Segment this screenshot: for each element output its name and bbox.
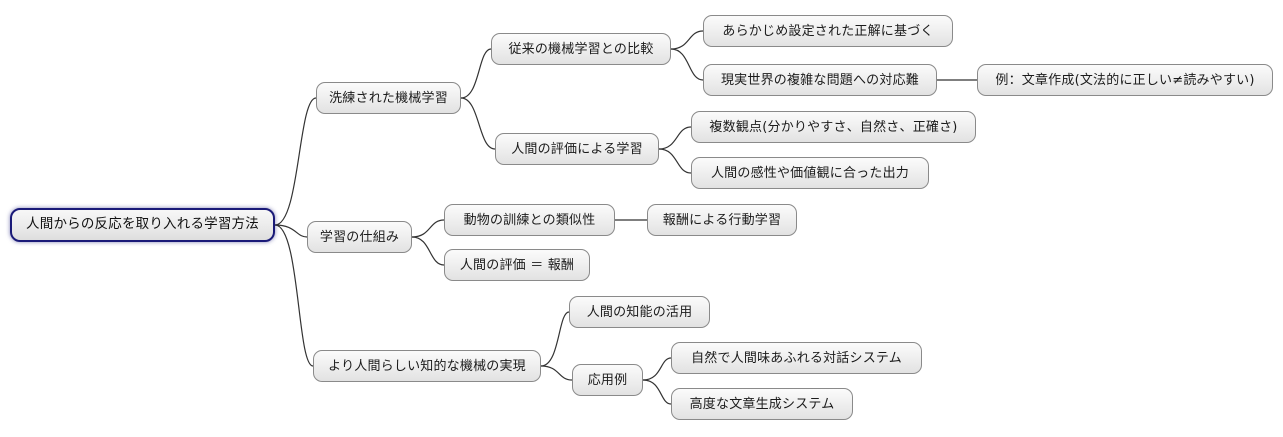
node-real-world-difficulty[interactable]: 現実世界の複雑な問題への対応難 (703, 64, 937, 96)
node-advanced-text-generation-system-label: 高度な文章生成システム (689, 396, 835, 412)
edge-b3c2-to-g1 (642, 357, 672, 381)
node-reward-based-behavior-learning[interactable]: 報酬による行動学習 (647, 204, 797, 236)
node-branch-learning-mechanism-label: 学習の仕組み (319, 229, 400, 245)
edge-b1c2-to-g1 (658, 126, 692, 150)
node-learning-by-human-eval[interactable]: 人間の評価による学習 (495, 133, 659, 165)
node-comparison-conventional-ml-label: 従来の機械学習との比較 (508, 41, 654, 57)
node-output-matching-human-values[interactable]: 人間の感性や価値観に合った出力 (691, 157, 929, 189)
node-application-examples[interactable]: 応用例 (572, 364, 643, 396)
edge-root-to-b2 (274, 224, 308, 238)
edge-b3c2-to-g2 (642, 379, 672, 405)
node-natural-dialogue-system-label: 自然で人間味あふれる対話システム (691, 350, 902, 366)
edge-b3-to-b3c2 (540, 365, 573, 381)
node-root-label: 人間からの反応を取り入れる学習方法 (26, 216, 259, 233)
node-preset-correct-answers-label: あらかじめ設定された正解に基づく (722, 23, 934, 39)
node-branch-learning-mechanism[interactable]: 学習の仕組み (307, 221, 412, 253)
node-use-human-intelligence-label: 人間の知能の活用 (586, 304, 693, 320)
node-example-writing-label: 例：文章作成(文法的に正しい≠読みやすい) (995, 72, 1255, 88)
node-root[interactable]: 人間からの反応を取り入れる学習方法 (10, 208, 275, 242)
node-example-writing[interactable]: 例：文章作成(文法的に正しい≠読みやすい) (977, 64, 1273, 96)
node-reward-based-behavior-learning-label: 報酬による行動学習 (662, 212, 782, 228)
node-use-human-intelligence[interactable]: 人間の知能の活用 (569, 296, 710, 328)
node-natural-dialogue-system[interactable]: 自然で人間味あふれる対話システム (671, 342, 922, 374)
edge-b1c2-to-g2 (658, 148, 692, 174)
node-real-world-difficulty-label: 現実世界の複雑な問題への対応難 (720, 72, 919, 88)
node-preset-correct-answers[interactable]: あらかじめ設定された正解に基づく (703, 15, 953, 47)
node-advanced-text-generation-system[interactable]: 高度な文章生成システム (671, 388, 853, 420)
edge-root-to-b1 (274, 97, 317, 226)
node-comparison-conventional-ml[interactable]: 従来の機械学習との比較 (491, 33, 671, 65)
edge-b1-to-b1c2 (460, 97, 496, 150)
node-animal-training-similarity-label: 動物の訓練との類似性 (463, 212, 596, 228)
node-multiple-perspectives[interactable]: 複数観点(分かりやすさ、自然さ、正確さ) (691, 111, 976, 143)
node-branch-refined-ml-label: 洗練された機械学習 (329, 90, 448, 106)
edge-b3-to-b3c1 (540, 311, 570, 367)
node-multiple-perspectives-label: 複数観点(分かりやすさ、自然さ、正確さ) (709, 119, 958, 135)
edge-b1c1-to-g1 (670, 30, 704, 50)
node-branch-humanlike-machines[interactable]: より人間らしい知的な機械の実現 (313, 350, 541, 382)
node-branch-refined-ml[interactable]: 洗練された機械学習 (316, 82, 461, 114)
node-human-eval-equals-reward[interactable]: 人間の評価 ＝ 報酬 (444, 249, 590, 281)
edge-b1c1-to-g2 (670, 48, 704, 81)
node-animal-training-similarity[interactable]: 動物の訓練との類似性 (444, 204, 615, 236)
node-branch-humanlike-machines-label: より人間らしい知的な機械の実現 (328, 358, 526, 374)
node-human-eval-equals-reward-label: 人間の評価 ＝ 報酬 (459, 257, 575, 273)
edge-b2-to-b2c2 (411, 236, 445, 266)
node-output-matching-human-values-label: 人間の感性や価値観に合った出力 (710, 165, 909, 181)
node-application-examples-label: 応用例 (587, 372, 628, 388)
node-learning-by-human-eval-label: 人間の評価による学習 (511, 141, 643, 157)
edge-b2-to-b2c1 (411, 219, 445, 238)
edge-b1-to-b1c1 (460, 48, 492, 99)
